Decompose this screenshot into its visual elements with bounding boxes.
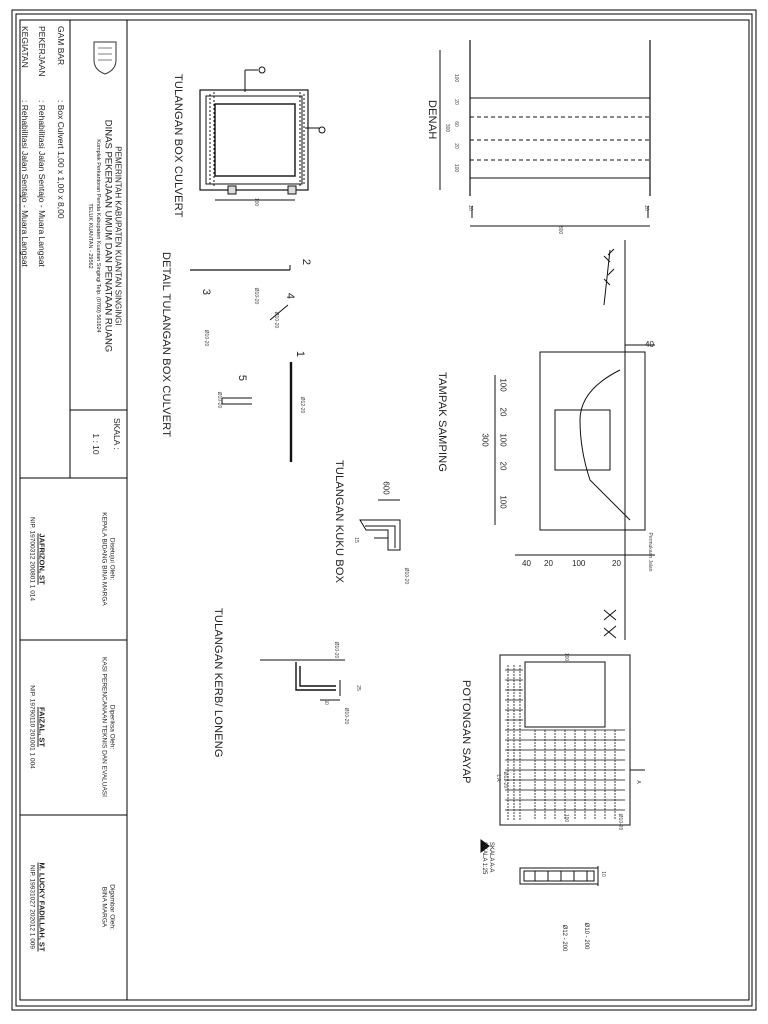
approval-3-role1: Digambar Oleh: [108, 884, 116, 930]
rebar-label-sayap-1: Ø12-20 [502, 771, 508, 789]
section-dim-10: 10 [600, 871, 606, 877]
approval-1-name: JAFRIZON, ST [37, 533, 47, 585]
approval-1-role1: Disetujui Oleh: [108, 537, 116, 581]
rebar-label-sayap-2: Ø10-20 [617, 813, 623, 831]
skala-label: SKALA : [112, 418, 122, 450]
rebar-label-section-1: Ø10 - 200 [583, 922, 589, 950]
bar-mark-3: 3 [200, 288, 212, 296]
denah-dim-100-b: 100 [453, 163, 459, 173]
label-kegiatan: KEGIATAN [20, 26, 30, 68]
rebar-label-kerb-1: Ø10-20 [333, 641, 339, 659]
tampak-dim-100-a: 100 [498, 378, 508, 392]
tampak-dim-20-b: 20 [498, 461, 508, 471]
approval-3-role2: BINA MARGA [100, 886, 108, 928]
tampak-dim-40-a: 40 [645, 340, 654, 349]
title-denah: DENAH [426, 100, 438, 140]
tampak-dim-300: 300 [480, 433, 490, 447]
value-kegiatan: : Rehabilitasi Jalan Sentajo - Muara Lan… [20, 100, 30, 267]
denah-dim-20-c: 20 [467, 205, 473, 211]
section-cut-a: A [635, 780, 641, 784]
approval-2-nip: NIP. 19790110 201001 1 004 [28, 685, 36, 769]
tampak-samping-elevation [494, 240, 655, 640]
approval-2-role2: KASI PERENCANAAN TEKNIS DAN EVALUASI [100, 657, 108, 797]
rebar-label-kuku: Ø10-20 [403, 567, 409, 585]
org-line1: PEMERINTAH KABUPATEN KUANTAN SINGINGI [113, 146, 123, 326]
approval-3-name: M. LUCKY FADILLAH, ST [37, 862, 47, 952]
box-dim-100: 100 [253, 197, 259, 207]
denah-dim-20-a: 20 [453, 99, 459, 105]
rebar-label-kerb-2: Ø10-20 [343, 707, 349, 725]
title-detail-tulangan: DETAIL TULANGAN BOX CULVERT [160, 252, 172, 438]
rebar-label-bar4: Ø10-20 [273, 311, 279, 329]
denah-dim-20-b: 20 [453, 143, 459, 149]
title-kuku: TULANGAN KUKU BOX [333, 460, 345, 584]
rebar-label-bar2: Ø10-20 [253, 287, 259, 305]
kabupaten-logo [93, 41, 117, 75]
section-cut-la: L A [495, 774, 501, 782]
rebar-label-bar5: Ø10-20 [216, 391, 222, 409]
sayap-dim-100-b: 100 [563, 813, 569, 823]
title-kerb: TULANGAN KERB/ LONENG [212, 608, 224, 758]
value-gambar: : Box Culvert 1,00 x 1,00 x 8,00 [56, 100, 66, 219]
tampak-dim-20-d: 20 [612, 559, 621, 568]
rebar-label-bar3: Ø10-20 [203, 329, 209, 347]
org-line3: Komplek Perkantoran Pemda Kabupaten Kuan… [95, 139, 101, 333]
kerb-dim-25: 25 [355, 685, 361, 691]
bar-mark-2: 2 [300, 258, 312, 266]
skala-value: 1 : 10 [91, 433, 101, 455]
rebar-details [190, 265, 293, 462]
tampak-dim-100-b: 100 [498, 433, 508, 447]
denah-dim-800: 800 [557, 225, 563, 235]
tampak-dim-100-c: 100 [498, 495, 508, 509]
rebar-label-bar1: Ø12-20 [299, 396, 305, 414]
kerb-dim-50: 50 [323, 699, 329, 705]
approval-3-nip: NIP. 19931027 202012 1 009 [28, 864, 36, 950]
tampak-dim-100-d: 100 [572, 559, 586, 568]
kuku-box-rebar [359, 499, 401, 551]
bar-mark-4: 4 [284, 292, 296, 300]
kuku-dim-600: 600 [381, 481, 391, 495]
value-pekerjaan: : Rehabilitasi Jalan Sentajo - Muara Lan… [37, 100, 47, 267]
kuku-dim-15: 15 [353, 537, 359, 543]
denah-dim-20-d: 20 [643, 205, 649, 211]
box-culvert-rebar [199, 66, 326, 201]
potongan-sayap-section [499, 654, 645, 826]
org-line4: TELUK KUANTAN - 29562 [87, 203, 93, 269]
rebar-label-section-2: Ø12 - 200 [561, 924, 567, 952]
label-gambar: GAM BAR [56, 26, 66, 66]
approval-1-role2: KEPALA BIDANG BINA MARGA [100, 512, 108, 606]
note-permukaan: Permukaan Jalan [647, 532, 653, 572]
denah-dim-300: 300 [444, 123, 450, 133]
tampak-dim-40-b: 40 [522, 559, 531, 568]
title-sayap: POTONGAN SAYAP [460, 680, 472, 784]
approval-2-role1: Diperiksa Oleh: [108, 704, 116, 750]
tampak-dim-20-a: 20 [498, 407, 508, 417]
bar-mark-5: 5 [236, 374, 248, 382]
denah-plan [439, 40, 651, 227]
section-aa [480, 839, 599, 886]
org-line2: DINAS PEKERJAAN UMUM DAN PENATAAN RUANG [102, 119, 114, 353]
title-tampak: TAMPAK SAMPING [436, 372, 448, 473]
kerb-loneng-rebar [260, 659, 345, 701]
bar-mark-1: 1 [294, 350, 306, 358]
denah-dim-100-a: 100 [453, 73, 459, 83]
denah-dim-60: 60 [453, 121, 459, 127]
section-scale: SKALA 1:25 [481, 842, 487, 875]
approval-2-name: FAIZAL, ST [37, 707, 47, 747]
title-tulangan-box: TULANGAN BOX CULVERT [172, 74, 184, 218]
sayap-dim-100: 100 [563, 652, 569, 662]
tampak-dim-20-c: 20 [544, 559, 553, 568]
approval-1-nip: NIP. 19700312 200801 1 014 [28, 516, 36, 602]
label-pekerjaan: PEKERJAAN [37, 26, 47, 77]
title-section-aa: SKALA A-A [488, 842, 494, 873]
